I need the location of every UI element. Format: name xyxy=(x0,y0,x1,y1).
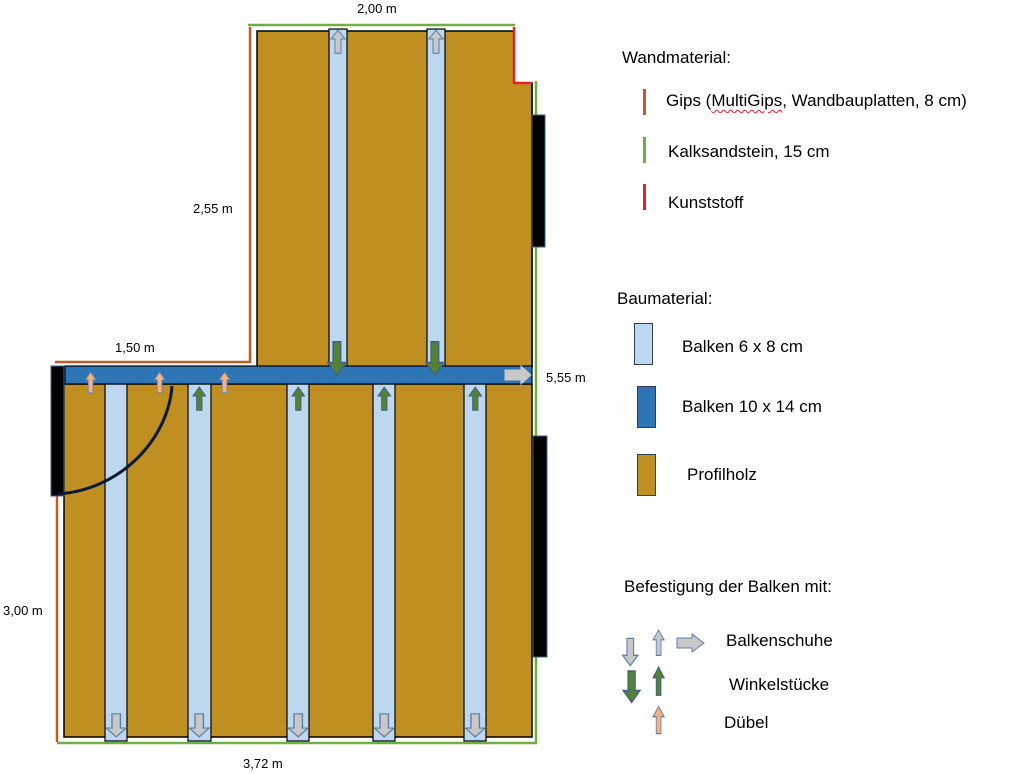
legend-kalksandstein-label: Kalksandstein, 15 cm xyxy=(668,142,830,161)
legend-angle-bracket-up-icon xyxy=(652,666,665,696)
dimension-total-depth: 5,55 m xyxy=(546,370,586,385)
upper-room-notch xyxy=(514,28,536,83)
beam-small xyxy=(426,28,446,367)
legend-material-title: Baumaterial: xyxy=(617,289,713,308)
beam-small xyxy=(286,383,310,742)
legend-kunststoff-label: Kunststoff xyxy=(668,193,744,212)
wall-gips-upper xyxy=(55,27,252,364)
legend-beam-large-label: Balken 10 x 14 cm xyxy=(682,397,822,416)
wall-kunststoff xyxy=(512,27,532,85)
legend-beam-shoe-right-icon xyxy=(676,633,705,653)
dimension-top-width: 2,00 m xyxy=(357,1,397,16)
legend-kunststoff-line xyxy=(643,184,646,210)
legend-wall-title: Wandmaterial: xyxy=(622,48,731,67)
door-panel xyxy=(50,365,65,497)
legend-beam-small-label: Balken 6 x 8 cm xyxy=(682,337,803,356)
legend-beam-small-swatch xyxy=(634,323,653,365)
upper-room-floor xyxy=(256,30,533,368)
legend-kalksandstein-line xyxy=(643,137,646,163)
beam-small xyxy=(372,383,396,742)
legend-gips-label: Gips (MultiGips, Wandbauplatten, 8 cm) xyxy=(666,91,967,110)
window xyxy=(532,435,548,658)
dimension-lower-left-height: 3,00 m xyxy=(3,603,43,618)
beam-small xyxy=(328,28,348,367)
dimension-bottom-width: 3,72 m xyxy=(243,756,283,771)
legend-angle-bracket-label: Winkelstücke xyxy=(729,675,830,694)
beam-small xyxy=(463,383,487,742)
legend-fastening-title: Befestigung der Balken mit: xyxy=(624,577,832,596)
door-swing-arc xyxy=(57,385,174,496)
legend-beam-shoe-up-icon xyxy=(652,629,665,657)
beam-small xyxy=(187,383,212,742)
legend-dowel-label: Dübel xyxy=(724,713,769,732)
window xyxy=(531,114,546,248)
legend-beam-large-swatch xyxy=(637,386,656,428)
beam-shoe-arrow-icon xyxy=(504,364,532,386)
legend-angle-bracket-down-icon xyxy=(622,670,641,704)
legend-profilholz-swatch xyxy=(637,454,656,496)
legend-dowel-icon xyxy=(652,705,665,735)
wall-kalksandstein-right xyxy=(57,81,538,745)
dimension-lower-left-stub: 1,50 m xyxy=(115,340,155,355)
dimension-upper-left-height: 2,55 m xyxy=(193,201,233,216)
legend-gips-line xyxy=(643,89,646,115)
beam-small xyxy=(104,383,128,742)
legend-beam-shoe-down-icon xyxy=(621,637,639,667)
legend-beam-shoe-label: Balkenschuhe xyxy=(726,631,833,650)
legend-profilholz-label: Profilholz xyxy=(687,465,757,484)
beam-large xyxy=(64,365,533,385)
